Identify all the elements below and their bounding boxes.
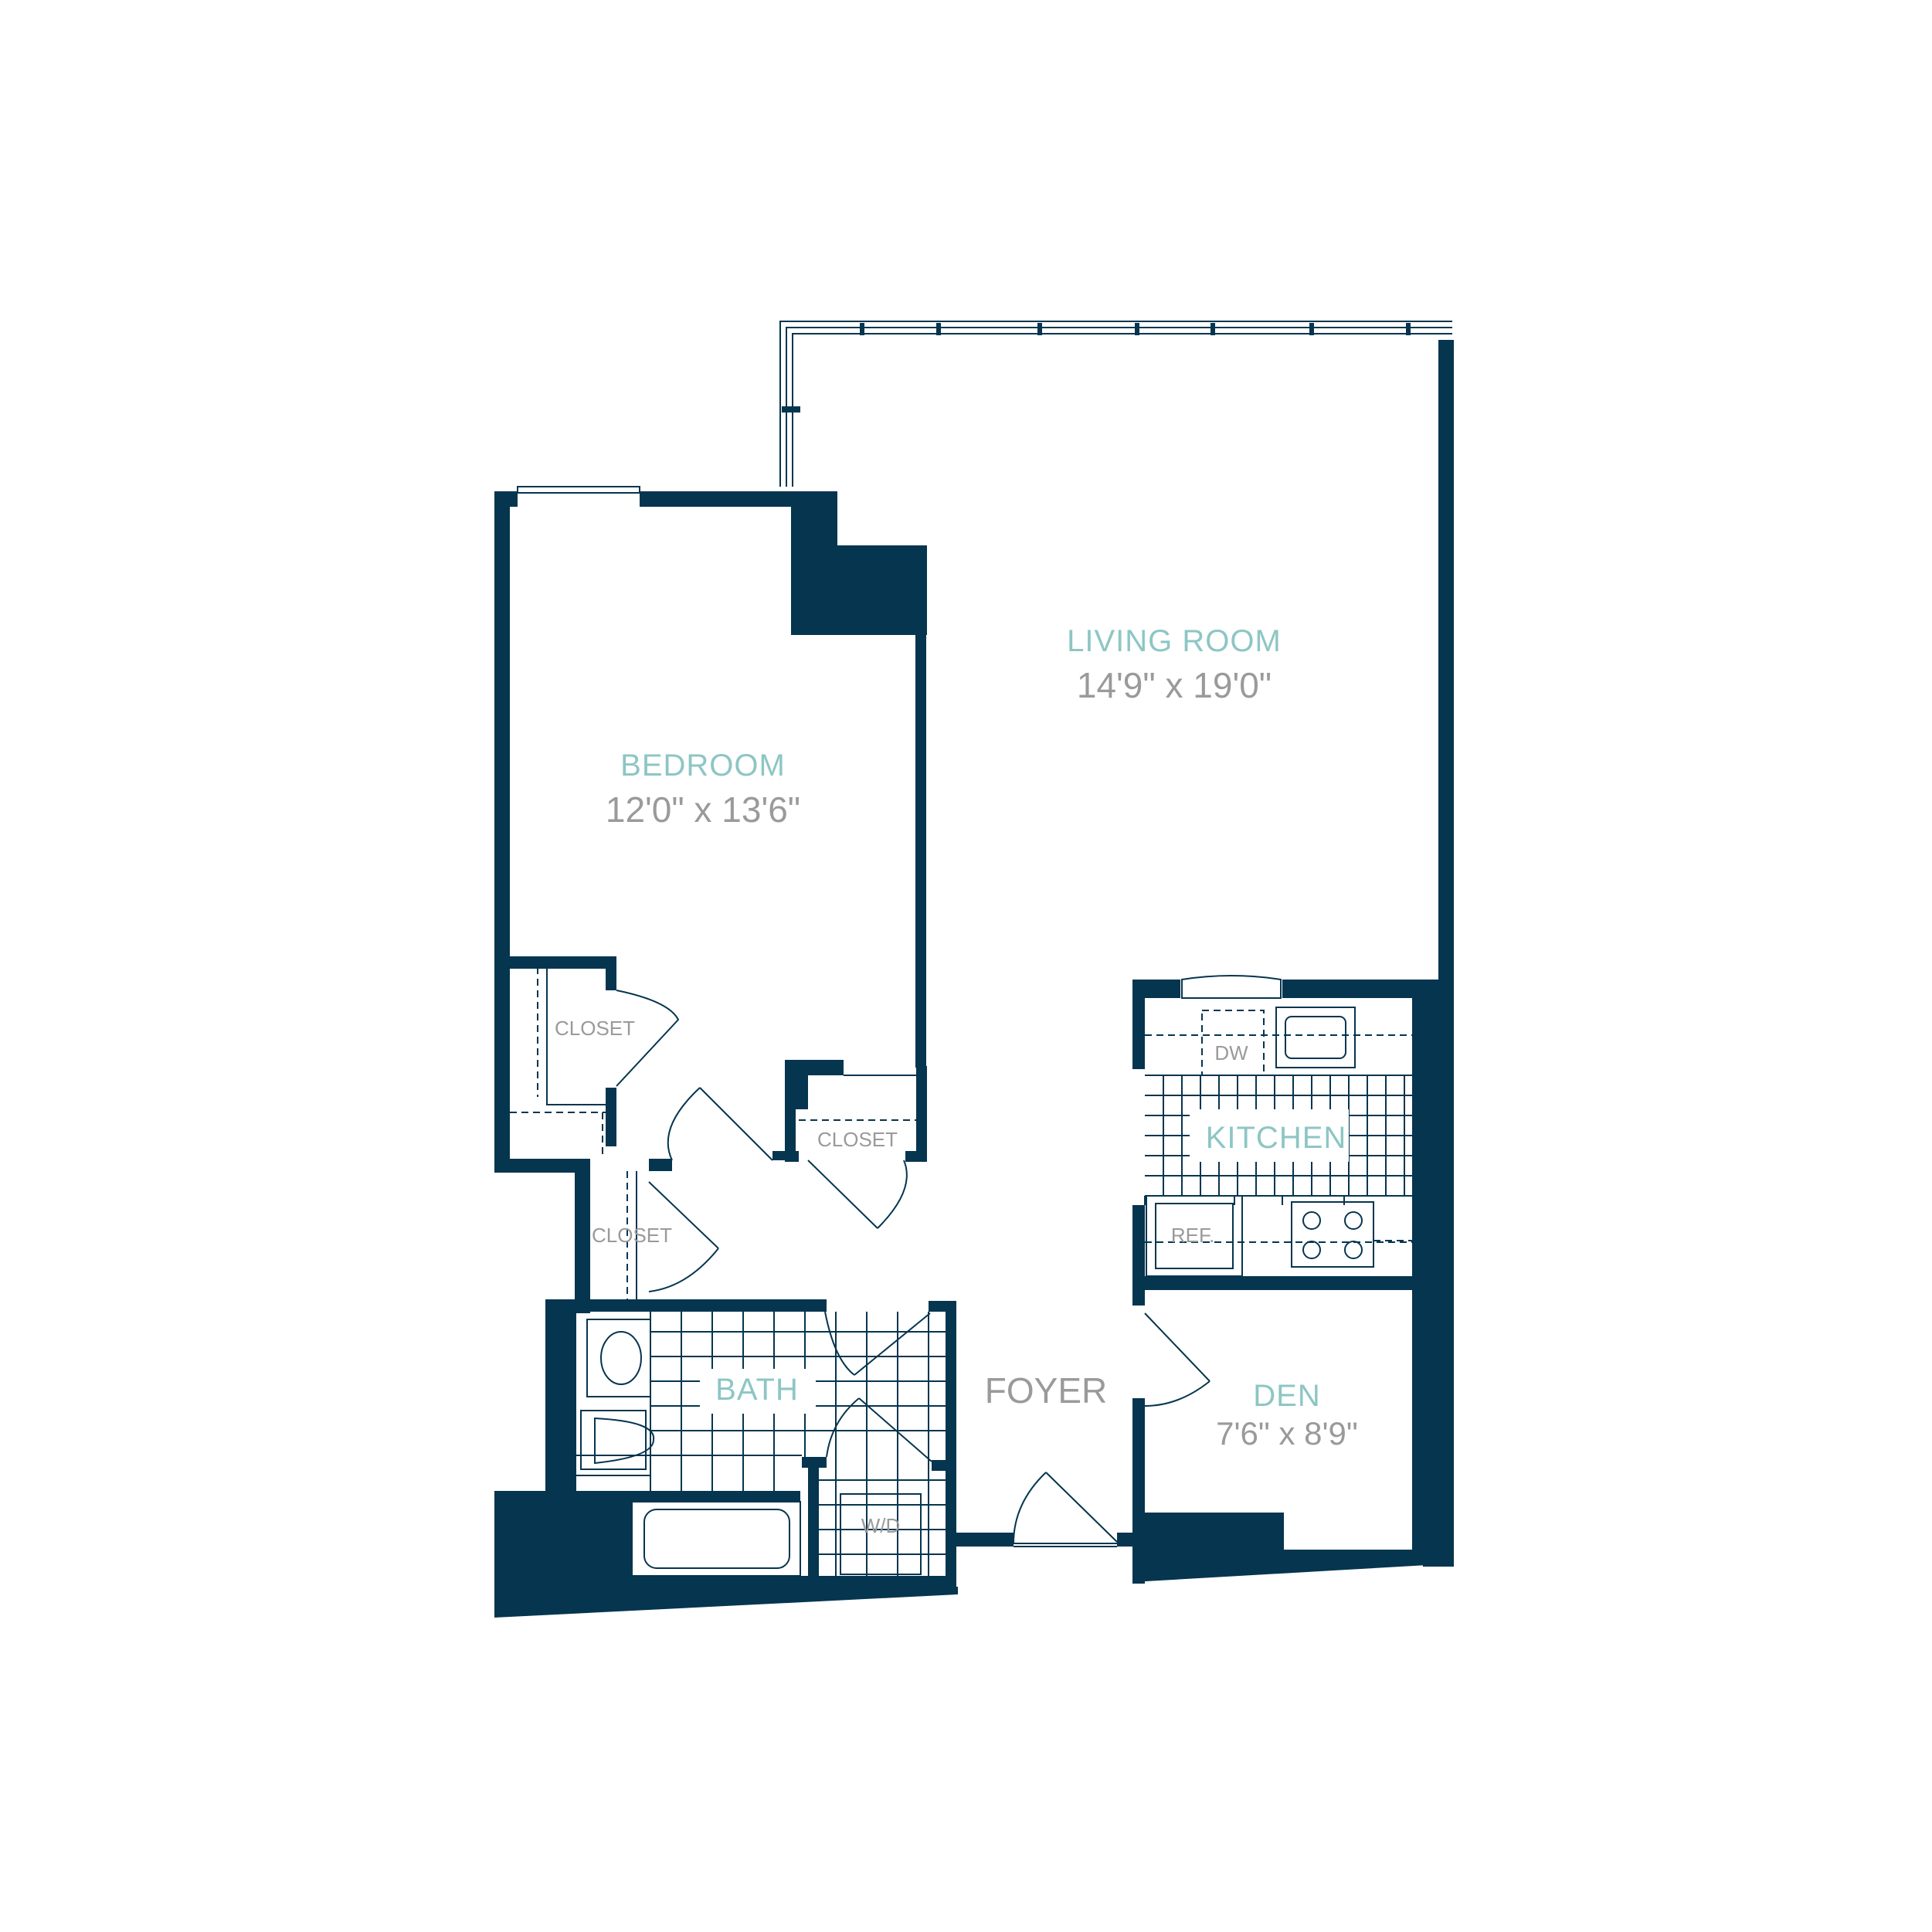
bath	[576, 1311, 946, 1577]
dishwasher-label: DW	[1214, 1041, 1248, 1064]
refrigerator-label: REF.	[1171, 1224, 1214, 1247]
closet-label-linen: CLOSET	[592, 1224, 672, 1247]
balcony-rail	[779, 321, 1452, 487]
kitchen	[1144, 975, 1412, 1277]
kitchen-label: KITCHEN	[1206, 1121, 1347, 1155]
linen-closet	[626, 1171, 719, 1299]
closet-label-bedroom: CLOSET	[555, 1017, 635, 1040]
washer-dryer-label: W/D	[861, 1514, 901, 1537]
den-label: DEN	[1253, 1379, 1320, 1413]
entry-door[interactable]	[1013, 1472, 1118, 1547]
bedroom-label: BEDROOM	[620, 749, 786, 783]
bedroom-dims: 12'0" x 13'6"	[606, 789, 800, 830]
living-room-dims: 14'9" x 19'0"	[1077, 665, 1272, 705]
bedroom-door[interactable]	[667, 1087, 773, 1161]
living-room-label: LIVING ROOM	[1067, 624, 1282, 658]
closet-label-hall: CLOSET	[817, 1128, 898, 1151]
foyer-label: FOYER	[985, 1370, 1107, 1411]
den-dims: 7'6" x 8'9"	[1216, 1415, 1358, 1452]
bedroom-closet	[510, 967, 680, 1159]
den-door[interactable]	[1144, 1312, 1210, 1407]
hall-closet-door[interactable]	[799, 1075, 916, 1229]
walls	[494, 340, 1454, 1618]
bath-label: BATH	[715, 1373, 799, 1407]
